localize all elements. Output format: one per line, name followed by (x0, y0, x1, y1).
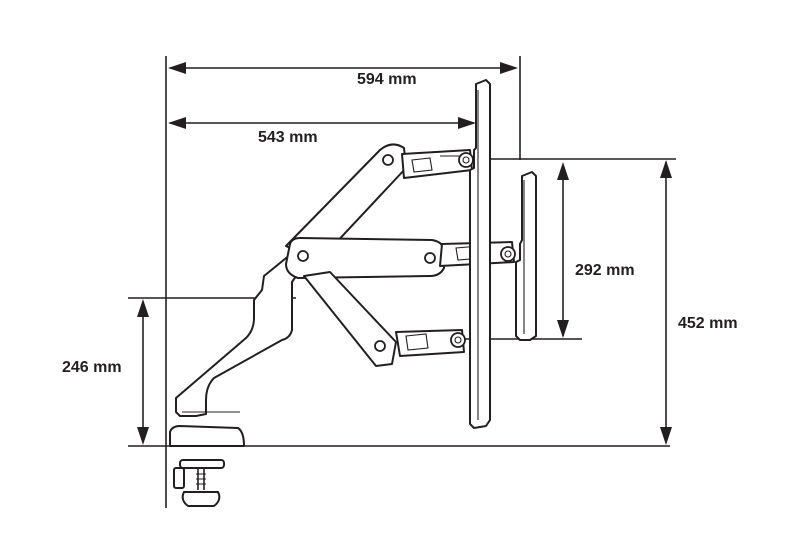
total-height-dimension: 452 mm (470, 158, 738, 445)
monitor-high (469, 79, 491, 429)
base-height-label: 246 mm (62, 359, 122, 376)
upper-arm-high (285, 143, 473, 263)
arm-reach-dimension: 543 mm (168, 117, 476, 146)
pivot-joints (450, 152, 516, 348)
tilt-travel-label: 292 mm (575, 262, 635, 279)
lower-arm-low (303, 271, 465, 367)
arm-post (175, 249, 307, 417)
overall-reach-dimension: 594 mm (168, 56, 521, 160)
monitor-mid (515, 171, 537, 341)
total-height-label: 452 mm (678, 315, 738, 332)
overall-reach-label: 594 mm (357, 71, 417, 88)
arm-reach-label: 543 mm (258, 129, 318, 146)
clamp-base (169, 425, 245, 507)
tilt-travel-dimension: 292 mm (464, 162, 635, 340)
